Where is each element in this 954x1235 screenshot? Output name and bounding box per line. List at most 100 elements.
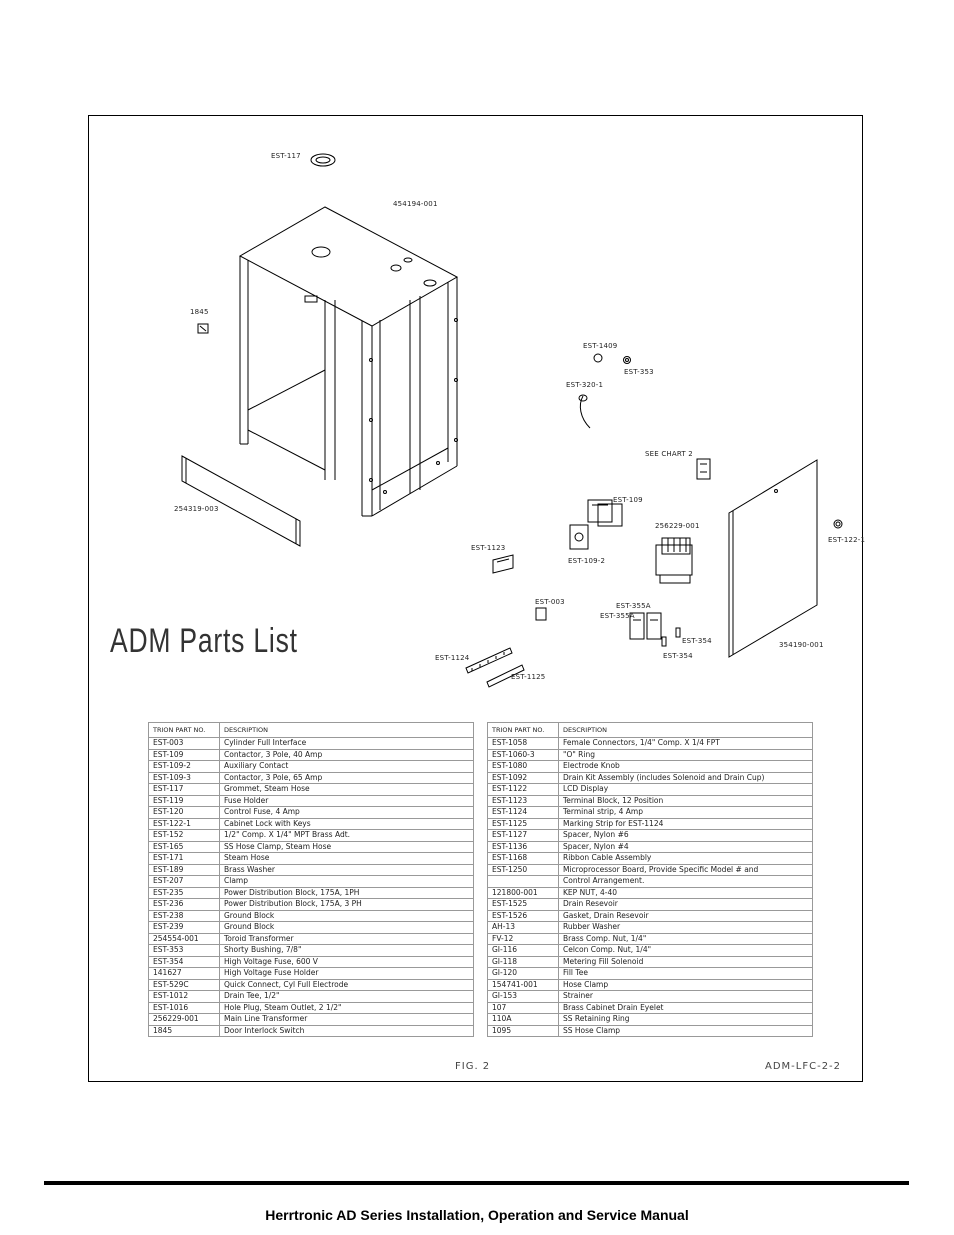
- part-number-cell: GI-118: [487, 955, 559, 968]
- drawing-number: ADM-LFC-2-2: [765, 1061, 842, 1072]
- description-cell: Brass Washer: [219, 863, 474, 876]
- part-number-cell: EST-109-2: [148, 760, 220, 773]
- description-cell: High Voltage Fuse, 600 V: [219, 955, 474, 968]
- description-cell: Shorty Bushing, 7/8": [219, 944, 474, 957]
- part-number-cell: 154741-001: [487, 978, 559, 991]
- header-part-no: TRION PART NO.: [487, 722, 559, 738]
- part-number-cell: EST-239: [148, 921, 220, 934]
- part-number-cell: EST-1012: [148, 990, 220, 1003]
- table-row: EST-1060-3"O" Ring: [487, 748, 813, 761]
- part-number-cell: EST-354: [148, 955, 220, 968]
- cabinet-door-part: [728, 459, 818, 658]
- description-cell: SS Hose Clamp: [558, 1024, 813, 1037]
- callout-label: EST-353: [624, 368, 654, 376]
- description-cell: Rubber Washer: [558, 921, 813, 934]
- callout-label: EST-1123: [471, 544, 506, 552]
- callout-label: 1845: [190, 308, 209, 316]
- transformer-part: [655, 537, 693, 584]
- callout-label: EST-354: [682, 637, 712, 645]
- description-cell: Toroid Transformer: [219, 932, 474, 945]
- figure-label: FIG. 2: [455, 1061, 491, 1072]
- part-number-cell: FV-12: [487, 932, 559, 945]
- callout-label: EST-355A: [600, 612, 635, 620]
- description-cell: Hole Plug, Steam Outlet, 2 1/2": [219, 1001, 474, 1014]
- description-cell: Strainer: [558, 990, 813, 1003]
- footer-title: Herrtronic AD Series Installation, Opera…: [265, 1207, 689, 1223]
- callout-label: EST-355A: [616, 602, 651, 610]
- part-number-cell: EST-165: [148, 840, 220, 853]
- description-cell: SS Retaining Ring: [558, 1013, 813, 1026]
- cabinet-part: [238, 206, 459, 517]
- description-cell: Marking Strip for EST-1124: [558, 817, 813, 830]
- exploded-parts-drawing: [181, 153, 843, 688]
- interlock-switch-part: [197, 323, 209, 334]
- header-description: DESCRIPTION: [558, 722, 813, 738]
- part-number-cell: EST-1016: [148, 1001, 220, 1014]
- part-number-cell: EST-1080: [487, 760, 559, 773]
- callout-label: 254319-003: [174, 505, 219, 513]
- description-cell: Microprocessor Board, Provide Specific M…: [558, 863, 813, 876]
- callout-label: EST-320-1: [566, 381, 604, 389]
- part-number-cell: EST-189: [148, 863, 220, 876]
- part-number-cell: 107: [487, 1001, 559, 1014]
- description-cell: Grommet, Steam Hose: [219, 783, 474, 796]
- part-number-cell: EST-122-1: [148, 817, 220, 830]
- description-cell: Cabinet Lock with Keys: [219, 817, 474, 830]
- part-number-cell: EST-1092: [487, 771, 559, 784]
- drawing-frame: [88, 115, 863, 1082]
- description-cell: Fuse Holder: [219, 794, 474, 807]
- description-cell: Hose Clamp: [558, 978, 813, 991]
- callout-label: EST-109: [613, 496, 643, 504]
- description-cell: "O" Ring: [558, 748, 813, 761]
- part-number-cell: EST-171: [148, 852, 220, 865]
- description-cell: Clamp: [219, 875, 474, 888]
- description-cell: Drain Resevoir: [558, 898, 813, 911]
- description-cell: Drain Kit Assembly (includes Solenoid an…: [558, 771, 813, 784]
- header-description: DESCRIPTION: [219, 722, 474, 738]
- part-number-cell: EST-120: [148, 806, 220, 819]
- description-cell: KEP NUT, 4-40: [558, 886, 813, 899]
- callout-label: EST-117: [271, 152, 301, 160]
- part-number-cell: GI-120: [487, 967, 559, 980]
- description-cell: Spacer, Nylon #6: [558, 829, 813, 842]
- description-cell: Ground Block: [219, 909, 474, 922]
- description-cell: Cylinder Full Interface: [219, 737, 474, 750]
- part-number-cell: EST-1125: [487, 817, 559, 830]
- description-cell: Spacer, Nylon #4: [558, 840, 813, 853]
- description-cell: Control Arrangement.: [558, 875, 813, 888]
- description-cell: High Voltage Fuse Holder: [219, 967, 474, 980]
- description-cell: Drain Tee, 1/2": [219, 990, 474, 1003]
- description-cell: Brass Cabinet Drain Eyelet: [558, 1001, 813, 1014]
- description-cell: Metering Fill Solenoid: [558, 955, 813, 968]
- callout-label: 454194-001: [393, 200, 438, 208]
- part-number-cell: [487, 875, 559, 888]
- part-number-cell: EST-1526: [487, 909, 559, 922]
